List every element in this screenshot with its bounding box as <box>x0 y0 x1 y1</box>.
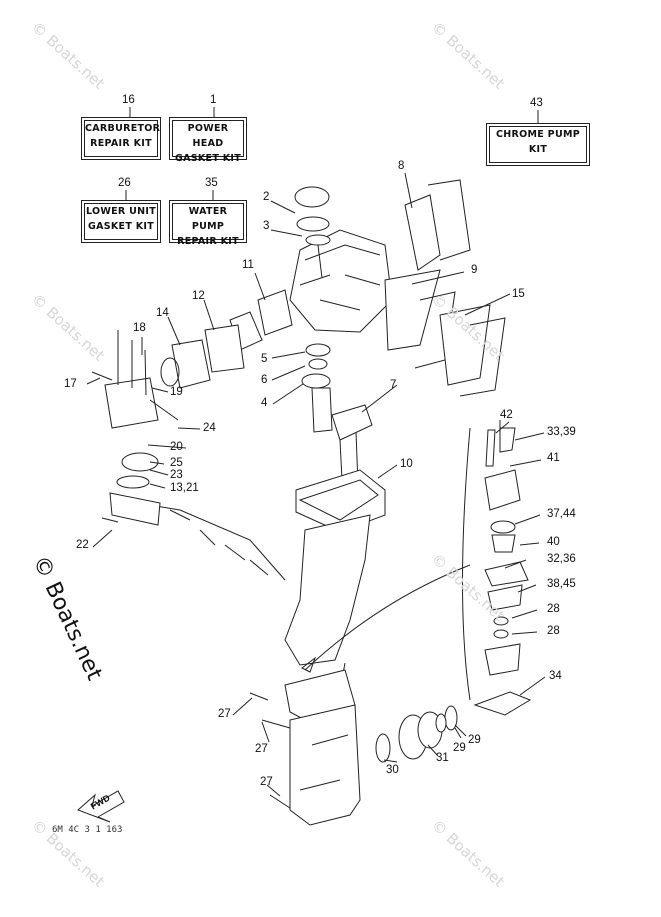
callout-28[interactable]: 28 <box>547 625 560 637</box>
kit-label-line1: WATER PUMP <box>188 206 228 232</box>
kit-label-line1: POWER HEAD <box>187 123 229 149</box>
callout-25[interactable]: 25 <box>170 457 183 469</box>
callout-30[interactable]: 30 <box>386 764 399 776</box>
callout-7[interactable]: 7 <box>390 379 397 391</box>
callout-23[interactable]: 23 <box>170 469 183 481</box>
kit-power-head-gasket[interactable]: POWER HEAD GASKET KIT <box>172 120 244 164</box>
diagram-code: 6M 4C 3 1 163 <box>52 825 123 835</box>
callout-29[interactable]: 29 <box>453 742 466 754</box>
kit-label-line2: REPAIR KIT <box>177 236 239 247</box>
callout-4[interactable]: 4 <box>261 397 268 409</box>
callout-34[interactable]: 34 <box>549 670 562 682</box>
kit-label-line1: CARBURETOR <box>85 123 161 134</box>
callout-17[interactable]: 17 <box>64 378 77 390</box>
callout-20[interactable]: 20 <box>170 441 183 453</box>
callout-10[interactable]: 10 <box>400 458 413 470</box>
kit-water-pump-repair[interactable]: WATER PUMP REPAIR KIT <box>172 203 244 247</box>
callout-27[interactable]: 27 <box>218 708 231 720</box>
kit-label-line1: LOWER UNIT <box>85 206 157 217</box>
kit-carburetor-repair[interactable]: CARBURETOR REPAIR KIT <box>84 120 161 157</box>
callout-32-36[interactable]: 32,36 <box>547 553 576 565</box>
kit-label-line2: REPAIR KIT <box>90 138 152 149</box>
callout-5[interactable]: 5 <box>261 353 268 365</box>
callout-27[interactable]: 27 <box>260 776 273 788</box>
callout-19[interactable]: 19 <box>170 386 183 398</box>
callout-3[interactable]: 3 <box>263 220 270 232</box>
callout-2[interactable]: 2 <box>263 191 270 203</box>
kit-label-line2: KIT <box>528 144 548 155</box>
callout-12[interactable]: 12 <box>192 290 205 302</box>
callout-40[interactable]: 40 <box>547 536 560 548</box>
callout-38-45[interactable]: 38,45 <box>547 578 576 590</box>
kit-label-line2: GASKET KIT <box>87 221 154 232</box>
callout-31[interactable]: 31 <box>436 752 449 764</box>
callout-9[interactable]: 9 <box>471 264 478 276</box>
kit-number: 43 <box>530 97 543 109</box>
kit-label-line1: CHROME PUMP <box>496 129 580 140</box>
callout-41[interactable]: 41 <box>547 452 560 464</box>
callout-8[interactable]: 8 <box>398 160 405 172</box>
callout-13-21[interactable]: 13,21 <box>170 482 199 494</box>
callout-27[interactable]: 27 <box>255 743 268 755</box>
kit-number: 16 <box>122 94 135 106</box>
callout-22[interactable]: 22 <box>76 539 89 551</box>
callout-37-44[interactable]: 37,44 <box>547 508 576 520</box>
kit-number: 26 <box>118 177 131 189</box>
kit-number: 1 <box>210 94 217 106</box>
callout-42[interactable]: 42 <box>500 409 513 421</box>
callout-24[interactable]: 24 <box>203 422 216 434</box>
callout-18[interactable]: 18 <box>133 322 146 334</box>
kit-number: 35 <box>205 177 218 189</box>
callout-6[interactable]: 6 <box>261 374 268 386</box>
callout-28[interactable]: 28 <box>547 603 560 615</box>
callout-33-39[interactable]: 33,39 <box>547 426 576 438</box>
callout-15[interactable]: 15 <box>512 288 525 300</box>
callout-11[interactable]: 11 <box>242 259 254 271</box>
kit-label-line2: GASKET KIT <box>174 153 241 164</box>
kit-lower-unit-gasket[interactable]: LOWER UNIT GASKET KIT <box>84 203 158 240</box>
callout-29[interactable]: 29 <box>468 734 481 746</box>
kit-chrome-pump[interactable]: CHROME PUMP KIT <box>489 126 587 163</box>
callout-14[interactable]: 14 <box>156 307 169 319</box>
